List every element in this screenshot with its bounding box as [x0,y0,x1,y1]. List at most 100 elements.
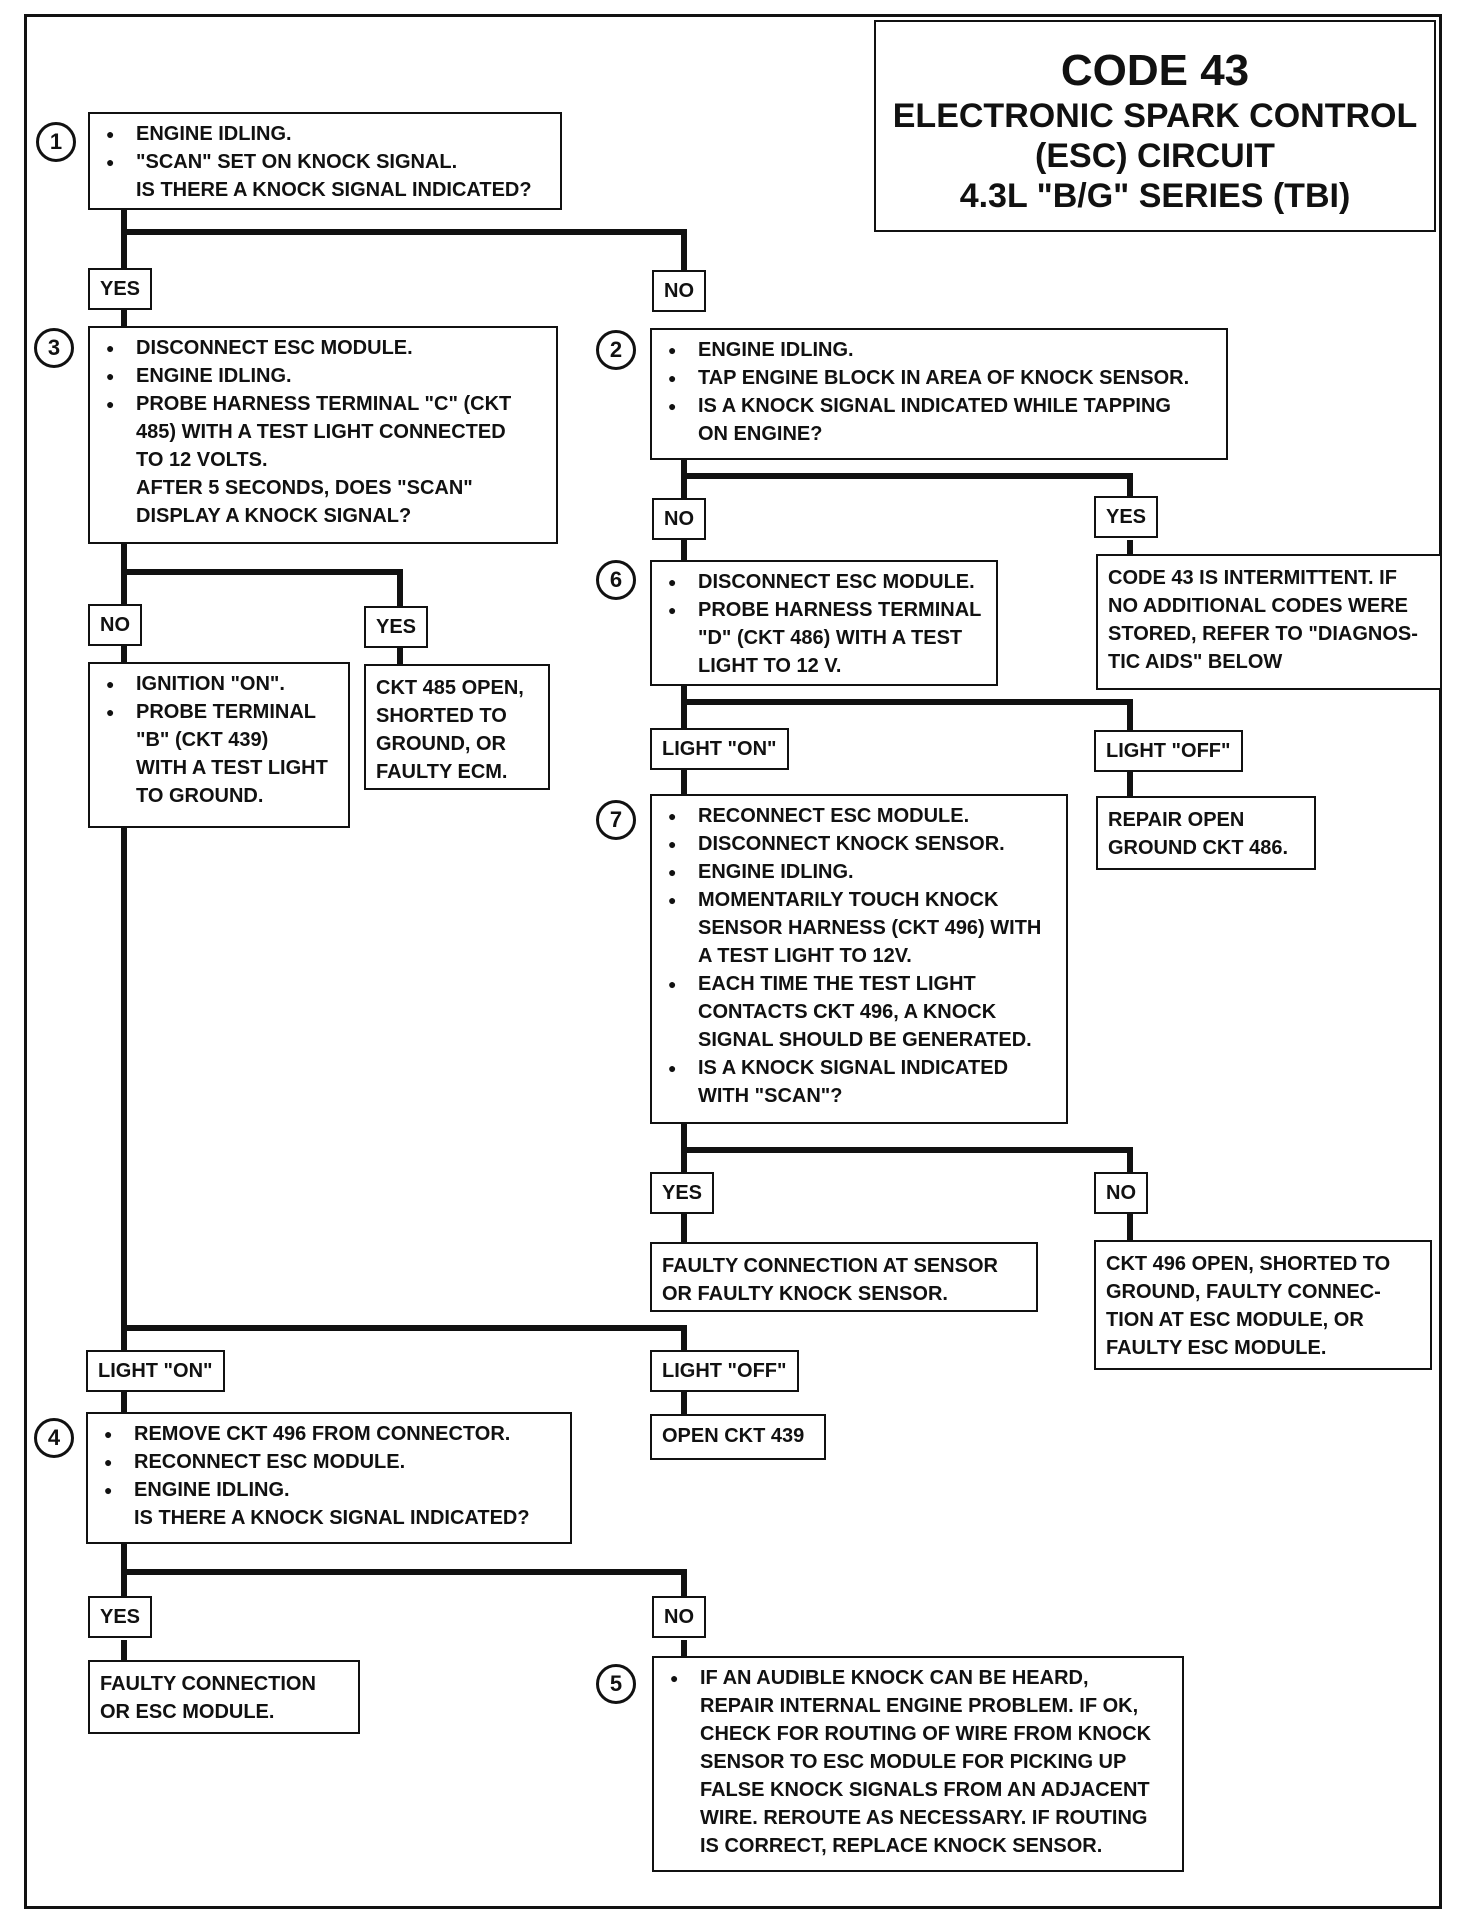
wire-s1 [121,208,687,272]
ignition-line: TO GROUND. [136,785,264,807]
step-3-line: PROBE HARNESS TERMINAL "C" (CKT [106,390,546,418]
label-yes-s7: YES [650,1172,715,1214]
step-1-line: ENGINE IDLING. [106,120,550,148]
step-7-line: ENGINE IDLING. [668,858,1056,886]
step-7-line: EACH TIME THE TEST LIGHT [668,970,1056,998]
wire-s6 [681,684,1133,734]
ckt485-line: SHORTED TO [376,705,507,727]
faulty-sensor-line: OR FAULTY KNOCK SENSOR. [662,1283,948,1305]
step-number-3: 3 [34,328,74,368]
intermittent-line: CODE 43 IS INTERMITTENT. IF [1108,567,1397,589]
intermittent-line: TIC AIDS" BELOW [1108,651,1283,673]
step-4-line: IS THERE A KNOCK SIGNAL INDICATED? [134,1507,530,1529]
ckt496-box: CKT 496 OPEN, SHORTED TO GROUND, FAULTY … [1094,1240,1432,1370]
step-5-line: FALSE KNOCK SIGNALS FROM AN ADJACENT [700,1779,1150,1801]
step-1-line: "SCAN" SET ON KNOCK SIGNAL. [106,148,550,176]
ckt496-line: TION AT ESC MODULE, OR [1106,1309,1364,1331]
label-no-s2: NO [652,498,706,540]
step-number-1: 1 [36,122,76,162]
step-1-line: IS THERE A KNOCK SIGNAL INDICATED? [136,179,532,201]
faulty-sensor-line: FAULTY CONNECTION AT SENSOR [662,1255,998,1277]
step-7-line: RECONNECT ESC MODULE. [668,802,1056,830]
ckt485-line: GROUND, OR [376,733,506,755]
step-6-box: DISCONNECT ESC MODULE. PROBE HARNESS TER… [650,560,998,686]
label-no-s4: NO [652,1596,706,1638]
step-7-line: A TEST LIGHT TO 12V. [698,945,912,967]
label-yes-s4: YES [88,1596,153,1638]
step-6-line: "D" (CKT 486) WITH A TEST [698,627,963,649]
intermittent-line: NO ADDITIONAL CODES WERE [1108,595,1409,617]
step-3-line: ENGINE IDLING. [106,362,546,390]
step-6-line: PROBE HARNESS TERMINAL [668,596,986,624]
step-number-7: 7 [596,800,636,840]
intermittent-line: STORED, REFER TO "DIAGNOS- [1108,623,1418,645]
step-number-6: 6 [596,560,636,600]
step-3-line: DISCONNECT ESC MODULE. [106,334,546,362]
wire-s2 [681,460,1133,502]
step-2-line: ENGINE IDLING. [668,336,1216,364]
intermittent-box: CODE 43 IS INTERMITTENT. IF NO ADDITIONA… [1096,554,1442,690]
faulty-sensor-box: FAULTY CONNECTION AT SENSOR OR FAULTY KN… [650,1242,1038,1312]
step-7-line: IS A KNOCK SIGNAL INDICATED [668,1054,1056,1082]
ckt496-line: FAULTY ESC MODULE. [1106,1337,1327,1359]
step-5-line: WIRE. REROUTE AS NECESSARY. IF ROUTING [700,1807,1148,1829]
step-2-box: ENGINE IDLING. TAP ENGINE BLOCK IN AREA … [650,328,1228,460]
label-no-s3: NO [88,604,142,646]
step-3-line: AFTER 5 SECONDS, DOES "SCAN" [136,477,473,499]
diagram-frame [24,14,1442,1909]
wire-s3 [121,543,403,612]
open439-box: OPEN CKT 439 [650,1414,826,1460]
step-7-line: WITH "SCAN"? [698,1085,843,1107]
label-yes-s1: YES [88,268,153,310]
step-3-line: DISPLAY A KNOCK SIGNAL? [136,505,412,527]
step-7-line: SENSOR HARNESS (CKT 496) WITH [698,917,1042,939]
wire-s4 [121,1544,687,1598]
step-1-box: ENGINE IDLING. "SCAN" SET ON KNOCK SIGNA… [88,112,562,210]
step-6-line: LIGHT TO 12 V. [698,655,842,677]
title-box: CODE 43 ELECTRONIC SPARK CONTROL (ESC) C… [874,20,1436,232]
ckt485-box: CKT 485 OPEN, SHORTED TO GROUND, OR FAUL… [364,664,550,790]
step-7-line: MOMENTARILY TOUCH KNOCK [668,886,1056,914]
ckt496-line: CKT 496 OPEN, SHORTED TO [1106,1253,1391,1275]
label-light-off-ign: LIGHT "OFF" [650,1350,799,1392]
label-yes-s3: YES [364,606,429,648]
title-line-2: (ESC) CIRCUIT [1035,137,1275,175]
title-line-1: ELECTRONIC SPARK CONTROL [892,97,1418,135]
ckt485-line: CKT 485 OPEN, [376,677,524,699]
step-7-box: RECONNECT ESC MODULE. DISCONNECT KNOCK S… [650,794,1068,1124]
faulty-conn-line: FAULTY CONNECTION [100,1673,316,1695]
label-light-on-ign: LIGHT "ON" [86,1350,225,1392]
wire-ign [121,826,687,1350]
ckt485-line: FAULTY ECM. [376,761,508,783]
ignition-line: PROBE TERMINAL [106,698,338,726]
step-4-line: ENGINE IDLING. [104,1476,560,1504]
step-7-line: DISCONNECT KNOCK SENSOR. [668,830,1056,858]
step-5-line: REPAIR INTERNAL ENGINE PROBLEM. IF OK, [700,1695,1139,1717]
step-3-box: DISCONNECT ESC MODULE. ENGINE IDLING. PR… [88,326,558,544]
step-6-line: DISCONNECT ESC MODULE. [668,568,986,596]
step-2-line: ON ENGINE? [698,423,823,445]
ignition-box: IGNITION "ON". PROBE TERMINAL "B" (CKT 4… [88,662,350,828]
label-light-on-s6: LIGHT "ON" [650,728,789,770]
step-5-line: IS CORRECT, REPLACE KNOCK SENSOR. [700,1835,1103,1857]
label-light-off-s6: LIGHT "OFF" [1094,730,1243,772]
step-number-5: 5 [596,1664,636,1704]
step-7-line: CONTACTS CKT 496, A KNOCK [698,1001,997,1023]
open439-line: OPEN CKT 439 [662,1425,805,1447]
step-3-line: TO 12 VOLTS. [136,449,268,471]
faulty-conn-line: OR ESC MODULE. [100,1701,275,1723]
ignition-line: WITH A TEST LIGHT [136,757,328,779]
label-no-s1: NO [652,270,706,312]
step-5-line: CHECK FOR ROUTING OF WIRE FROM KNOCK [700,1723,1152,1745]
step-5-line: SENSOR TO ESC MODULE FOR PICKING UP [700,1751,1127,1773]
step-4-line: RECONNECT ESC MODULE. [104,1448,560,1476]
repair486-box: REPAIR OPEN GROUND CKT 486. [1096,796,1316,870]
ignition-line: IGNITION "ON". [106,670,338,698]
faulty-conn-box: FAULTY CONNECTION OR ESC MODULE. [88,1660,360,1734]
step-5-box: IF AN AUDIBLE KNOCK CAN BE HEARD, REPAIR… [652,1656,1184,1872]
step-2-line: TAP ENGINE BLOCK IN AREA OF KNOCK SENSOR… [668,364,1216,392]
repair486-line: REPAIR OPEN [1108,809,1245,831]
ckt496-line: GROUND, FAULTY CONNEC- [1106,1281,1381,1303]
ignition-line: "B" (CKT 439) [136,729,269,751]
label-yes-s2: YES [1094,496,1159,538]
